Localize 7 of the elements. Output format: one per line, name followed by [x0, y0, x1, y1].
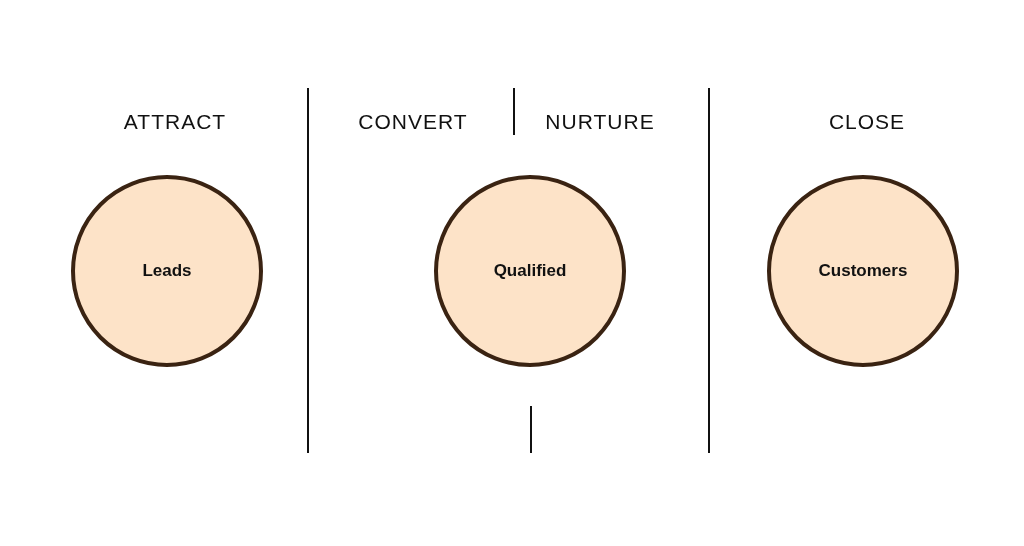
stage-label: Customers	[818, 260, 908, 283]
stage-label: Leads	[142, 260, 192, 283]
stage-heading: CONVERT	[358, 109, 468, 136]
stage-heading: CLOSE	[828, 109, 906, 136]
stage-heading: NURTURE	[545, 109, 655, 136]
stage-label: Qualified	[493, 260, 567, 283]
stage-heading: ATTRACT	[123, 109, 227, 136]
